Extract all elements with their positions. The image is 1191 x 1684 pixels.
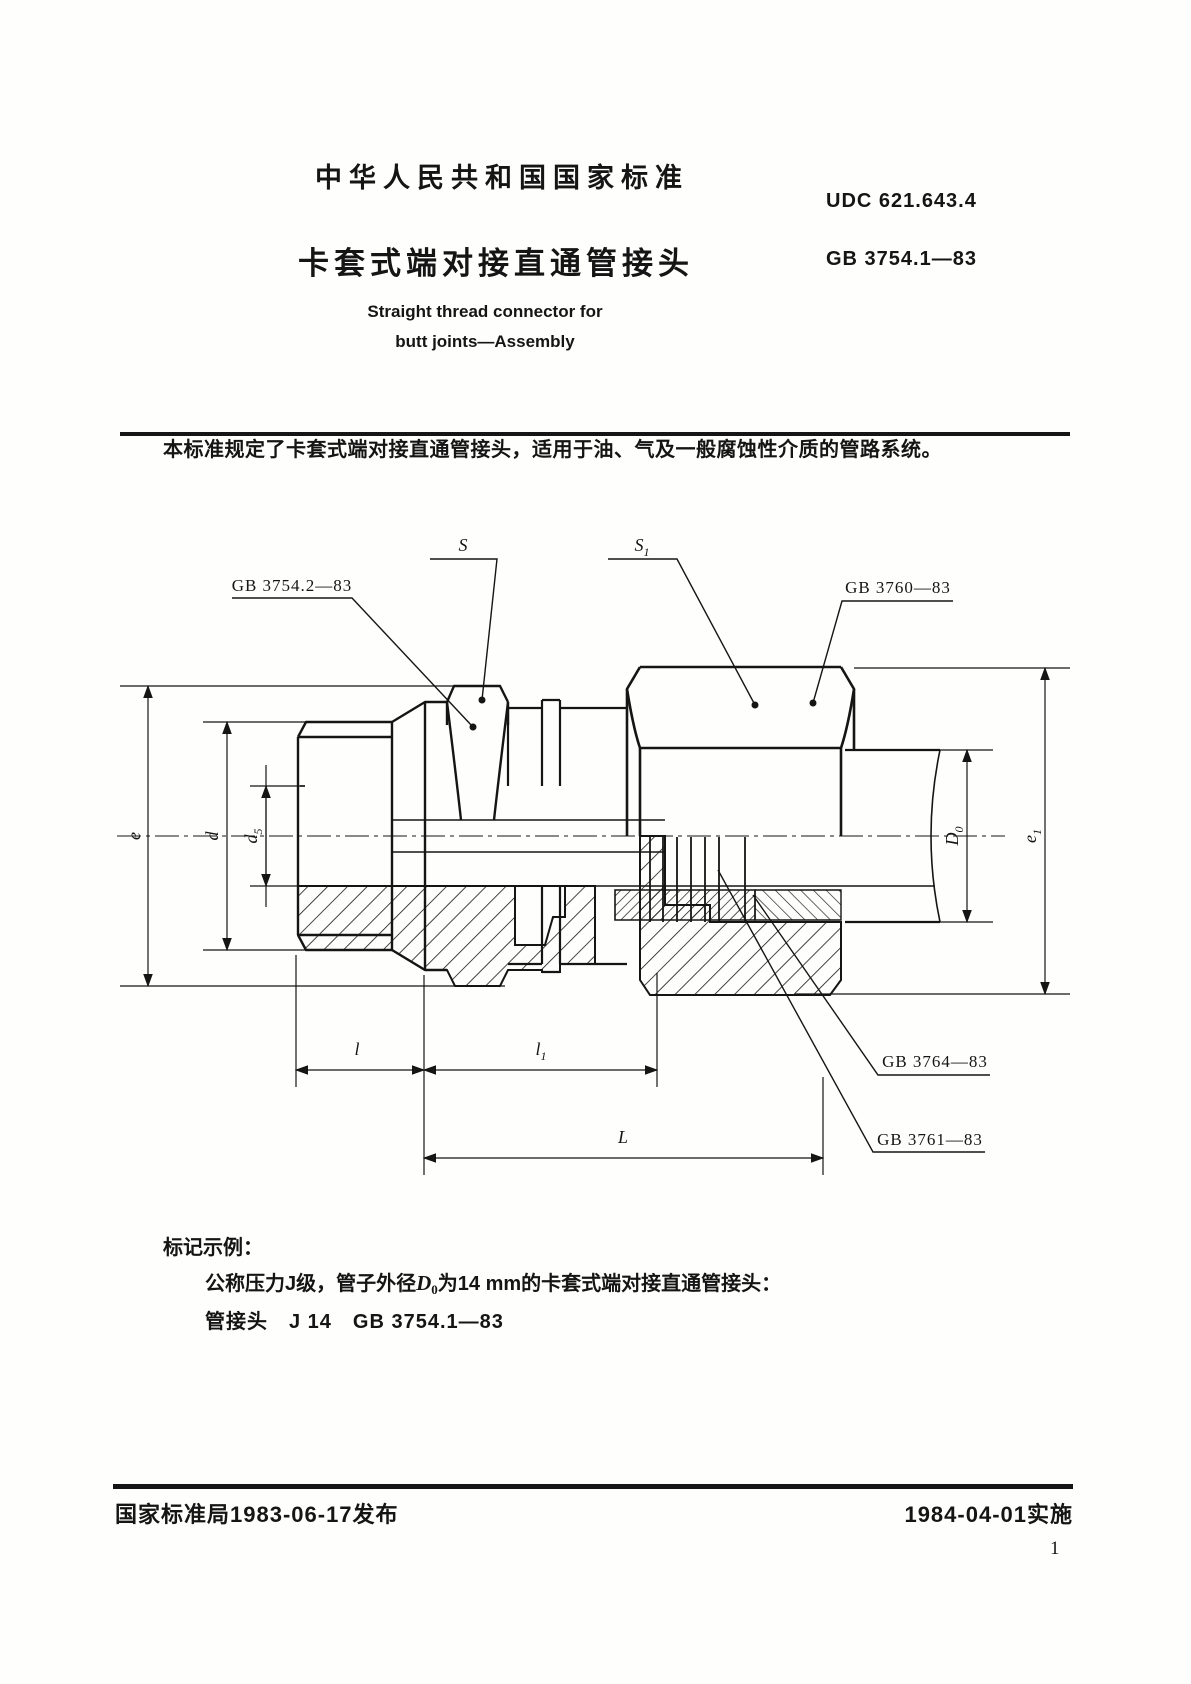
dim-label-L: L — [617, 1127, 628, 1147]
header-divider-rule — [120, 432, 1070, 436]
threaded-stub-outline — [296, 720, 394, 952]
ferrule-edge-lines — [649, 837, 746, 922]
nut-outline — [625, 665, 856, 836]
dim-label-e: e — [124, 832, 144, 840]
dim-label-d5: d5 — [241, 829, 265, 844]
footer-issued-date: 国家标准局1983-06-17发布 — [115, 1502, 399, 1527]
example-d0-subscript: 0 — [431, 1282, 438, 1297]
dimension-D0 — [850, 748, 993, 924]
dimension-l-l1 — [294, 955, 659, 1175]
footer-divider-rule — [113, 1484, 1073, 1489]
example-line1-prefix: 公称压力J级，管子外径 — [205, 1273, 417, 1295]
document-title-zh: 卡套式端对接直通管接头 — [298, 246, 694, 281]
example-d0-symbol: D — [416, 1271, 432, 1295]
pipe-wall-section-hatch — [754, 889, 842, 921]
dim-label-D0: D0 — [942, 827, 966, 847]
leader-dot-gb-3754-2-83 — [469, 723, 477, 731]
leader-gb-3760-83 — [812, 600, 953, 704]
callout-gb-3764-83: GB 3764—83 — [882, 1052, 988, 1071]
leader-gb-3754-2-83 — [232, 597, 474, 728]
dim-label-e1: e1 — [1020, 829, 1044, 843]
leader-S1 — [608, 558, 756, 706]
body-hex-outline — [445, 684, 510, 821]
technical-drawing: e d d5 D0 e1 — [117, 535, 1070, 1175]
dimension-d5 — [250, 765, 305, 907]
dim-label-S1: S1 — [635, 535, 650, 559]
ferrule-section-hatch — [614, 889, 756, 921]
dim-label-l: l — [354, 1039, 359, 1059]
header-organization: 中华人民共和国国家标准 — [315, 163, 689, 193]
dimension-e — [120, 684, 505, 988]
leader-S — [430, 558, 498, 701]
nut-section-hatch — [639, 835, 842, 996]
example-line1-suffix: 为14 mm的卡套式端对接直通管接头： — [437, 1273, 782, 1295]
document-title-en-line1: Straight thread connector for — [367, 302, 603, 321]
callout-gb-3760-83: GB 3760—83 — [845, 578, 951, 597]
marking-example-line2: 管接头 J 14 GB 3754.1—83 — [205, 1311, 504, 1333]
collar-outline — [391, 700, 447, 972]
dimension-L — [422, 1077, 825, 1175]
callout-gb-3754-2-83: GB 3754.2—83 — [232, 576, 353, 595]
marking-example-heading: 标记示例： — [163, 1237, 263, 1259]
leader-dot-S1 — [751, 701, 759, 709]
page-number: 1 — [1050, 1538, 1060, 1559]
dim-label-l1: l1 — [535, 1039, 546, 1063]
leader-gb-3764-83 — [752, 894, 990, 1076]
callout-gb-3761-83: GB 3761—83 — [877, 1130, 983, 1149]
leader-gb-3761-83 — [717, 869, 985, 1153]
ferrule-steps-outline — [506, 698, 627, 974]
standard-number: GB 3754.1—83 — [826, 248, 977, 270]
udc-number: UDC 621.643.4 — [826, 190, 977, 212]
dim-label-S: S — [459, 535, 468, 555]
leader-dot-gb-3760-83 — [809, 699, 817, 707]
marking-example-line1: 公称压力J级，管子外径D0为14 mm的卡套式端对接直通管接头： — [205, 1267, 781, 1298]
dimension-d — [203, 720, 305, 952]
scope-paragraph: 本标准规定了卡套式端对接直通管接头，适用于油、气及一般腐蚀性介质的管路系统。 — [163, 439, 942, 461]
dimension-e1 — [795, 666, 1070, 996]
dim-label-d: d — [202, 831, 222, 841]
inner-tube-lines — [392, 819, 665, 853]
footer-implemented-date: 1984-04-01实施 — [904, 1502, 1073, 1527]
document-title-en-line2: butt joints—Assembly — [395, 332, 575, 351]
leader-dot-S — [478, 696, 486, 704]
